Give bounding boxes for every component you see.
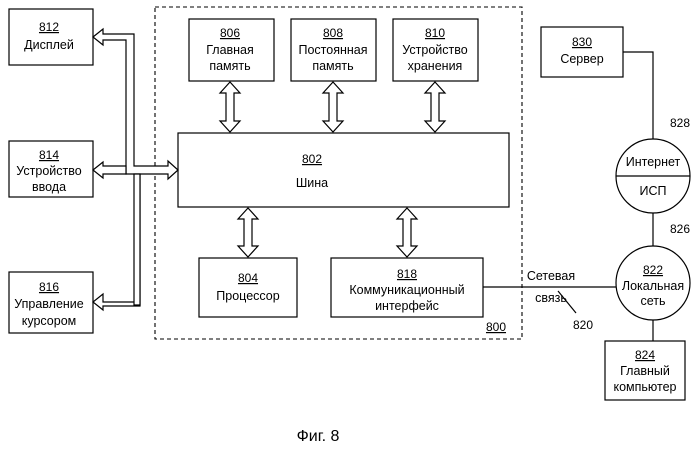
isp-ref: 826	[670, 222, 690, 236]
storage-label-2: хранения	[408, 59, 463, 73]
processor-label: Процессор	[216, 289, 279, 303]
main-memory-label-2: память	[209, 59, 250, 73]
local-network-number: 822	[643, 263, 663, 277]
input-device-number: 814	[39, 148, 59, 162]
server-number: 830	[572, 35, 592, 49]
input-device-arrow-body	[93, 162, 126, 178]
storage-arrow	[425, 82, 445, 132]
cursor-control-label-2: курсором	[22, 314, 77, 328]
host-computer-label-2: компьютер	[613, 380, 676, 394]
bus-to-display-arrow	[93, 29, 178, 179]
comm-interface-arrow	[397, 208, 417, 257]
isp-label: ИСП	[640, 184, 667, 198]
host-computer-label-1: Главный	[620, 364, 670, 378]
display-label: Дисплей	[24, 38, 74, 52]
comm-interface-number: 818	[397, 267, 417, 281]
main-memory-arrow	[220, 82, 240, 132]
comm-interface-label-2: интерфейс	[375, 299, 439, 313]
rom-label-1: Постоянная	[298, 43, 367, 57]
network-link-ref: 820	[573, 318, 593, 332]
local-network-label-2: сеть	[640, 294, 665, 308]
processor-box	[199, 258, 297, 317]
display-box	[9, 9, 93, 65]
network-link-label-2: связь	[535, 291, 567, 305]
processor-arrow	[238, 208, 258, 257]
storage-label-1: Устройство	[402, 43, 467, 57]
bus-number: 802	[302, 152, 322, 166]
internet-label: Интернет	[626, 155, 681, 169]
bus-box	[178, 133, 509, 207]
cursor-control-arrow	[93, 174, 140, 310]
peripheral-bus-arrows	[93, 29, 178, 310]
display-number: 812	[39, 20, 59, 34]
comm-interface-label-1: Коммуникационный	[349, 283, 464, 297]
main-memory-number: 806	[220, 26, 240, 40]
input-device-label-2: ввода	[32, 180, 66, 194]
rom-label-2: память	[312, 59, 353, 73]
processor-number: 804	[238, 271, 258, 285]
host-computer-number: 824	[635, 348, 655, 362]
internet-ref: 828	[670, 116, 690, 130]
main-memory-label-1: Главная	[206, 43, 254, 57]
server-to-internet-line	[623, 52, 653, 139]
server-label: Сервер	[560, 52, 603, 66]
input-device-label-1: Устройство	[16, 164, 81, 178]
system-ref-number: 800	[486, 320, 506, 334]
cursor-control-label-1: Управление	[14, 297, 84, 311]
cursor-control-number: 816	[39, 280, 59, 294]
rom-arrow	[323, 82, 343, 132]
cursor-column	[134, 174, 140, 305]
local-network-label-1: Локальная	[622, 279, 684, 293]
figure-caption: Фиг. 8	[297, 428, 340, 445]
rom-number: 808	[323, 26, 343, 40]
bus-label: Шина	[296, 176, 328, 190]
network-link-label-1: Сетевая	[527, 269, 575, 283]
storage-number: 810	[425, 26, 445, 40]
